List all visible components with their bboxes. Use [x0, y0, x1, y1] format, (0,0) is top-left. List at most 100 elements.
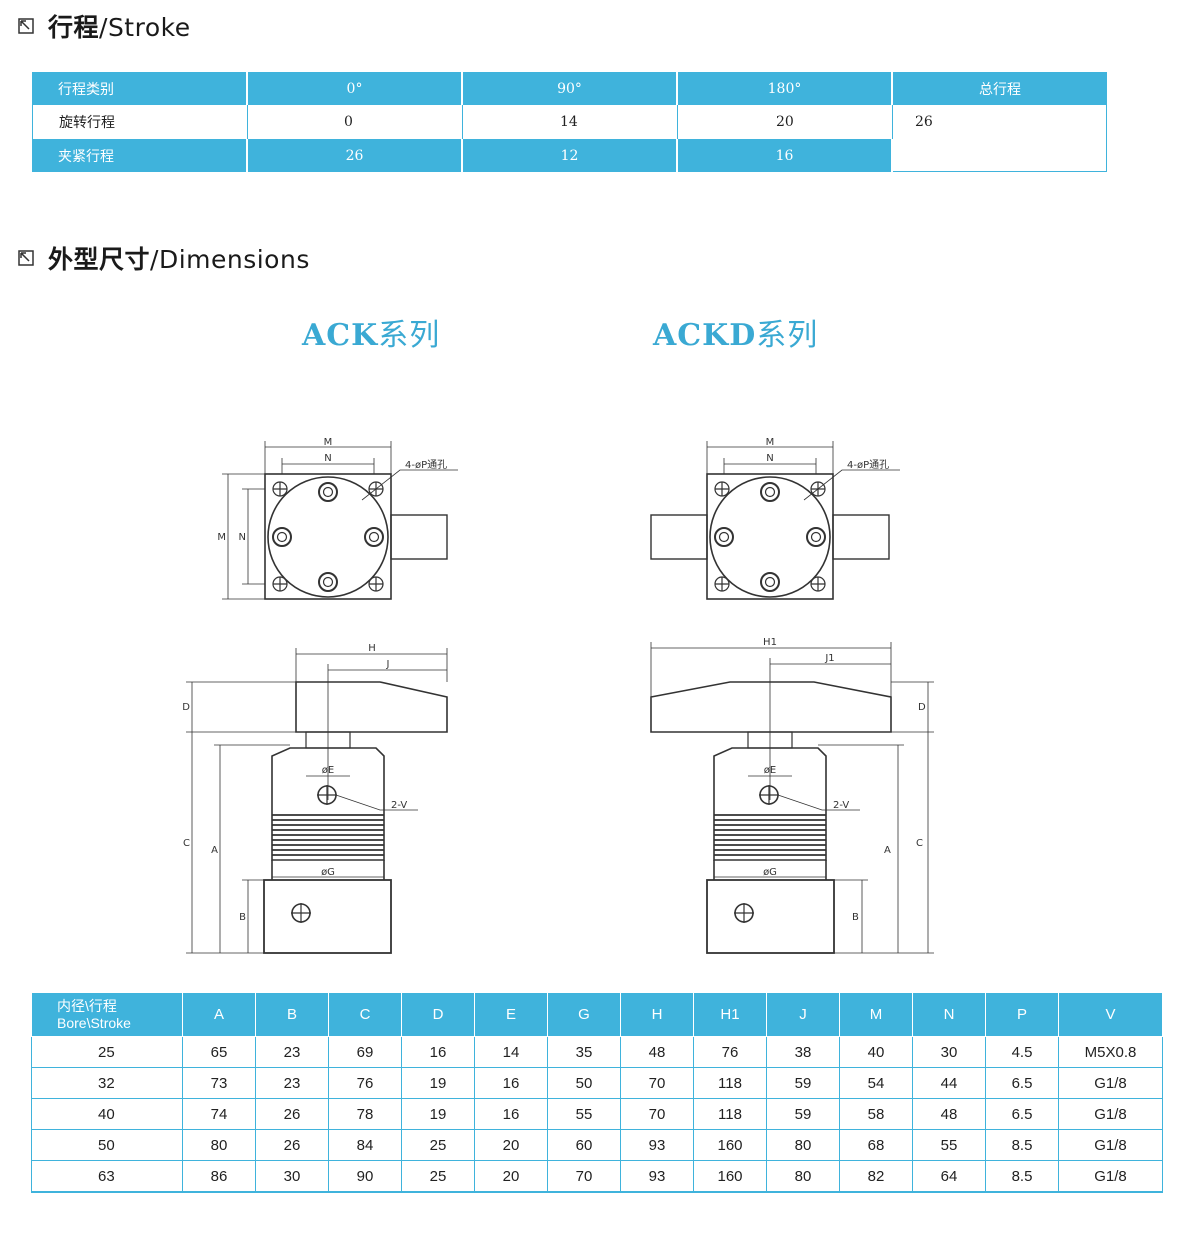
ack-series-title: ACK系列 [302, 310, 440, 354]
cell: 82 [839, 1160, 913, 1193]
ackd-label-d: D [918, 702, 926, 713]
stroke-header-total: 总行程 [893, 72, 1107, 105]
section-marker-icon [18, 18, 34, 34]
cell: 74 [182, 1098, 256, 1130]
ackd-series-name: ACKD [653, 318, 757, 353]
cell: 58 [839, 1098, 913, 1130]
cell: 6.5 [985, 1067, 1059, 1099]
header-e: E [474, 992, 548, 1037]
ack-label-e: øE [322, 765, 334, 776]
cell: 30 [255, 1160, 329, 1193]
cell: 23 [255, 1036, 329, 1068]
cell: G1/8 [1058, 1098, 1163, 1130]
ackd-label-c: C [916, 838, 923, 849]
cell: 50 [31, 1129, 183, 1161]
stroke-header-type: 行程类别 [32, 72, 246, 105]
dimension-drawing: M N M N 4-øP通孔 H J D C A B øE øG 2- [182, 437, 934, 954]
header-p: P [985, 992, 1059, 1037]
cell: 25 [401, 1129, 475, 1161]
stroke-section-title: 行程/Stroke [48, 8, 191, 44]
cell: 60 [547, 1129, 621, 1161]
cell: 73 [182, 1067, 256, 1099]
ackd-label-j1: J1 [824, 653, 834, 664]
cell: 90 [328, 1160, 402, 1193]
header-b: B [255, 992, 329, 1037]
cell: 84 [328, 1129, 402, 1161]
dimensions-title-en: /Dimensions [150, 245, 310, 274]
cell: 64 [912, 1160, 986, 1193]
header-h: H [620, 992, 694, 1037]
cell: 78 [328, 1098, 402, 1130]
dimensions-section-header: 外型尺寸/Dimensions [18, 240, 310, 276]
cell: 4.5 [985, 1036, 1059, 1068]
cell: 48 [912, 1098, 986, 1130]
cell: 26 [255, 1129, 329, 1161]
ack-label-a: A [211, 845, 218, 856]
header-h1: H1 [693, 992, 767, 1037]
ack-top-view [222, 441, 458, 600]
cell: 48 [620, 1036, 694, 1068]
cell: 160 [693, 1129, 767, 1161]
stroke-row-clamp-90: 12 [463, 139, 676, 172]
header-g: G [547, 992, 621, 1037]
stroke-header-90: 90° [463, 72, 676, 105]
cell: 6.5 [985, 1098, 1059, 1130]
cell: 19 [401, 1098, 475, 1130]
cell: 86 [182, 1160, 256, 1193]
cell: M5X0.8 [1058, 1036, 1163, 1068]
stroke-header-180: 180° [678, 72, 891, 105]
ackd-series-suffix: 系列 [756, 318, 819, 353]
header-m: M [839, 992, 913, 1037]
cell: 32 [31, 1067, 183, 1099]
cell: 80 [766, 1129, 840, 1161]
stroke-row-clamp-180: 16 [678, 139, 891, 172]
stroke-total-value: 26 [893, 105, 1107, 172]
cell: 38 [766, 1036, 840, 1068]
cell: 59 [766, 1098, 840, 1130]
header-c: C [328, 992, 402, 1037]
ack-label-v: 2-V [391, 800, 407, 811]
ack-series-suffix: 系列 [378, 318, 441, 353]
cell: 70 [547, 1160, 621, 1193]
stroke-title-en: /Stroke [99, 13, 191, 42]
cell: 50 [547, 1067, 621, 1099]
cell: 23 [255, 1067, 329, 1099]
ackd-label-m: M [766, 437, 775, 448]
dimensions-title-cn: 外型尺寸 [48, 245, 151, 274]
ackd-label-g: øG [763, 867, 777, 878]
ack-series-name: ACK [302, 318, 379, 353]
cell: 26 [255, 1098, 329, 1130]
cell: 76 [693, 1036, 767, 1068]
header-n: N [912, 992, 986, 1037]
ackd-top-view [650, 441, 900, 600]
ackd-label-e: øE [764, 765, 776, 776]
stroke-row-clamp-0: 26 [248, 139, 461, 172]
ackd-label-b: B [852, 912, 859, 923]
cell: 19 [401, 1067, 475, 1099]
stroke-section-header: 行程/Stroke [18, 8, 191, 44]
cell: 16 [474, 1067, 548, 1099]
cell: G1/8 [1058, 1067, 1163, 1099]
ack-label-m: M [324, 437, 333, 448]
stroke-row-clamp-label: 夹紧行程 [32, 139, 246, 172]
ack-label-h: H [368, 643, 376, 654]
ackd-label-a: A [884, 845, 891, 856]
section-marker-icon [18, 250, 34, 266]
cell: 70 [620, 1067, 694, 1099]
cell: 54 [839, 1067, 913, 1099]
ackd-label-n: N [766, 453, 773, 464]
ack-label-p: 4-øP通孔 [405, 459, 447, 471]
stroke-row-rotation-90: 14 [463, 105, 678, 139]
stroke-row-rotation-0: 0 [248, 105, 463, 139]
cell: 25 [31, 1036, 183, 1068]
ack-label-n-side: N [239, 532, 246, 543]
cell: 118 [693, 1067, 767, 1099]
ack-label-d: D [182, 702, 190, 713]
cell: 93 [620, 1160, 694, 1193]
cell: 40 [839, 1036, 913, 1068]
